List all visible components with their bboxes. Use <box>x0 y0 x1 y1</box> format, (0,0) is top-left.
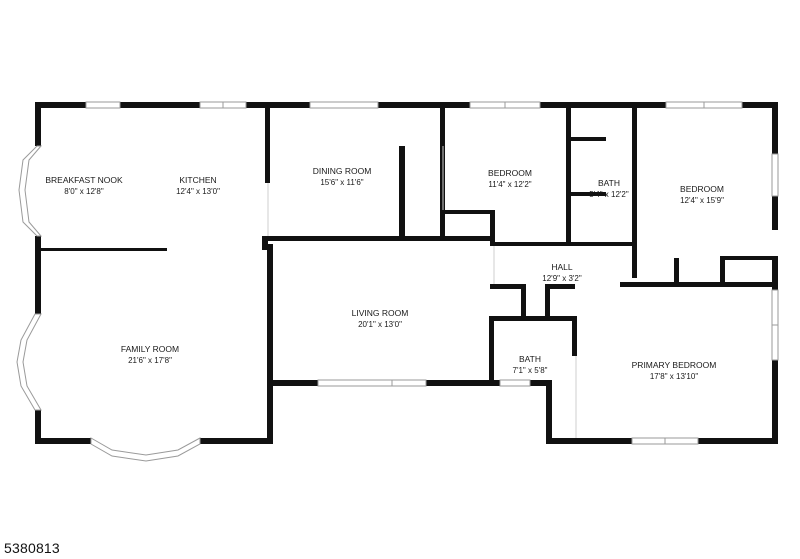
room-hall: HALL 12'9" x 3'2" <box>542 262 582 283</box>
room-name-living-room: LIVING ROOM <box>352 308 409 318</box>
room-dims-breakfast-nook: 8'0" x 12'8" <box>64 187 104 196</box>
room-dims-dining-room: 15'6" x 11'6" <box>320 178 363 187</box>
room-family-room: FAMILY ROOM 21'6" x 17'8" <box>121 344 179 365</box>
room-dims-kitchen: 12'4" x 13'0" <box>176 187 220 196</box>
windows <box>16 101 779 462</box>
window <box>391 379 427 387</box>
window <box>499 379 531 387</box>
room-name-breakfast-nook: BREAKFAST NOOK <box>45 175 123 185</box>
room-living-room: LIVING ROOM 20'1" x 13'0" <box>352 308 409 329</box>
room-name-bath-1: BATH <box>598 178 620 188</box>
doors <box>267 146 577 438</box>
bay-window <box>90 437 201 462</box>
room-breakfast-nook: BREAKFAST NOOK 8'0" x 12'8" <box>45 175 123 196</box>
room-name-bedroom-1: BEDROOM <box>488 168 532 178</box>
bay-window <box>16 313 42 411</box>
room-name-bath-2: BATH <box>519 354 541 364</box>
window <box>309 101 379 109</box>
room-dims-primary-bedroom: 17'8" x 13'10" <box>650 372 698 381</box>
listing-id: 5380813 <box>4 540 60 556</box>
bay-window <box>18 145 43 237</box>
room-dims-hall: 12'9" x 3'2" <box>542 274 582 283</box>
window <box>85 101 121 109</box>
room-dims-bedroom-1: 11'4" x 12'2" <box>488 180 531 189</box>
window <box>771 153 779 197</box>
room-name-dining-room: DINING ROOM <box>313 166 372 176</box>
room-name-primary-bedroom: PRIMARY BEDROOM <box>632 360 717 370</box>
room-dims-bath-2: 7'1" x 5'8" <box>513 366 548 375</box>
window <box>317 379 393 387</box>
room-name-hall: HALL <box>551 262 573 272</box>
room-dims-bedroom-2: 12'4" x 15'9" <box>680 196 724 205</box>
room-bath-2: BATH 7'1" x 5'8" <box>513 354 548 375</box>
room-dims-living-room: 20'1" x 13'0" <box>358 320 402 329</box>
room-dining-room: DINING ROOM 15'6" x 11'6" <box>313 166 372 187</box>
room-name-bedroom-2: BEDROOM <box>680 184 724 194</box>
exterior-walls <box>35 102 778 444</box>
room-dims-family-room: 21'6" x 17'8" <box>128 356 172 365</box>
room-kitchen: KITCHEN 12'4" x 13'0" <box>176 175 220 196</box>
room-bedroom-1: BEDROOM 11'4" x 12'2" <box>488 168 532 189</box>
room-name-kitchen: KITCHEN <box>179 175 216 185</box>
room-bath-1: BATH 5'4" x 12'2" <box>589 178 629 199</box>
room-name-family-room: FAMILY ROOM <box>121 344 179 354</box>
room-primary-bedroom: PRIMARY BEDROOM 17'8" x 13'10" <box>632 360 717 381</box>
room-bedroom-2: BEDROOM 12'4" x 15'9" <box>680 184 724 205</box>
room-dims-bath-1: 5'4" x 12'2" <box>589 190 629 199</box>
